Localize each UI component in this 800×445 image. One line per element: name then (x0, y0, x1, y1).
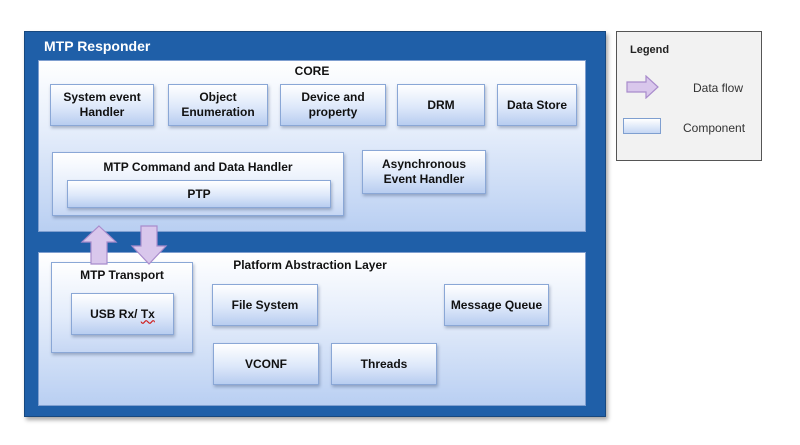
legend-component-label: Component (683, 121, 746, 135)
pal-title: Platform Abstraction Layer (233, 258, 387, 272)
device-property-box: Device and property (280, 84, 386, 126)
legend-data-flow-arrow-icon (626, 75, 659, 99)
data-flow-arrows (80, 225, 168, 265)
ptp-box: PTP (67, 180, 331, 208)
message-queue-box: Message Queue (444, 284, 549, 326)
mtp-responder-title: MTP Responder (44, 38, 151, 54)
system-event-handler-box: System event Handler (50, 84, 154, 126)
threads-box: Threads (331, 343, 437, 385)
mtp-transport-title: MTP Transport (80, 268, 164, 282)
legend-component-swatch (623, 118, 661, 134)
legend-data-flow-label: Data flow (693, 81, 744, 95)
drm-box: DRM (397, 84, 485, 126)
object-enumeration-box: Object Enumeration (168, 84, 268, 126)
usb-rx-label: USB Rx/ (90, 306, 138, 321)
mtp-command-data-handler-title: MTP Command and Data Handler (103, 160, 293, 174)
legend-title: Legend (630, 44, 670, 56)
async-event-handler-box: Asynchronous Event Handler (362, 150, 486, 194)
core-title: CORE (294, 64, 330, 78)
usb-tx-label: Tx (140, 306, 155, 321)
usb-rx-tx-box: USB Rx/ Tx (71, 293, 174, 335)
data-flow-up-arrow (80, 225, 118, 265)
file-system-box: File System (212, 284, 318, 326)
data-flow-down-arrow (130, 225, 168, 265)
legend-panel (616, 31, 762, 161)
vconf-box: VCONF (213, 343, 319, 385)
data-store-box: Data Store (497, 84, 577, 126)
